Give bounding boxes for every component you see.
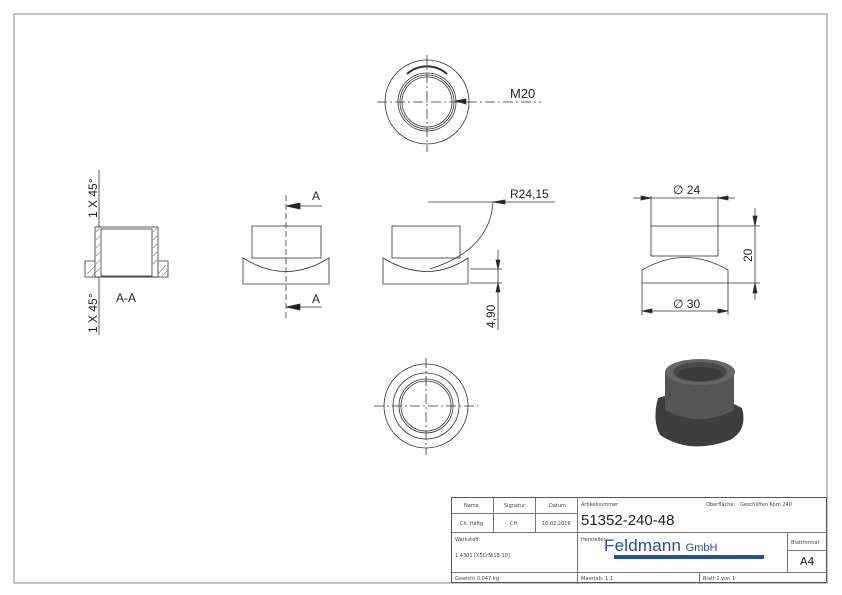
radius-label: R24,15 [510,187,549,201]
material-cell: Werkstoff: 1.4301 [X5CrNi18-10] [452,533,578,573]
scale-value: Masstab: 1:1 [581,576,614,582]
top-view [377,55,541,152]
sheet-format-label: Blattformat [791,540,820,546]
chamfer-label-top: 1 X 45° [86,178,100,218]
article-number: 51352-240-48 [581,512,675,529]
title-block: Name Signatur Datum Ch. Häfig CH 16.02.2… [451,497,827,584]
material-value: 1.4301 [X5CrNi18-10] [455,553,510,559]
material-label: Werkstoff: [455,537,481,543]
header-name-text: Name [464,503,479,509]
surface-label: Oberfläche: [706,502,736,508]
weight-cell: Gewicht 0.047 kg [452,573,578,584]
header-signature-text: Signatur [504,503,526,509]
height-label: 20 [741,248,755,262]
bottom-diameter-label: ∅ 30 [673,297,700,311]
weight-value: Gewicht 0.047 kg [455,576,499,582]
section-marker-top: A [312,189,320,203]
sheet-number-cell: Blatt 1 von 1 [700,573,827,584]
logo-text: Feldmann [604,536,682,555]
sheet-number: Blatt 1 von 1 [703,576,736,582]
bottom-view [374,358,478,455]
iso-view [655,359,744,447]
sheet-format-cell: A4 [788,551,827,573]
header-date: Datum [536,498,578,514]
depth-label: 4,90 [484,304,498,328]
article-label: Artikelnummer [581,502,619,508]
manufacturer-cell: Hersteller [578,533,788,573]
logo-bar [614,555,764,559]
manufacturer-label: Hersteller [581,537,606,543]
top-diameter-label: ∅ 24 [673,183,700,197]
value-date: 16.02.2016 [536,514,578,533]
value-name: Ch. Häfig [452,514,494,533]
right-view [633,195,760,315]
side-view [382,199,555,330]
manufacturer-logo: Feldmann GmbH [604,536,764,559]
front-view [242,195,330,318]
section-view [84,170,169,335]
section-label: A-A [116,291,136,305]
article-cell: Artikelnummer 51352-240-48 Oberfläche: G… [578,498,827,533]
surface-value: Geschliffen Korn 240 [740,502,792,508]
scale-cell: Masstab: 1:1 [578,573,700,584]
header-signature: Signatur [494,498,536,514]
value-signature: CH [494,514,536,533]
sheet-format-value: A4 [800,555,815,568]
header-date-text: Datum [549,503,566,509]
header-name: Name [452,498,494,514]
thread-label: M20 [510,86,535,101]
sheet-border [13,13,828,584]
section-marker-bottom: A [312,292,320,306]
sheet-format-label-cell: Blattformat [788,533,827,551]
value-date-text: 16.02.2016 [542,521,571,527]
chamfer-label-bottom: 1 X 45° [86,293,100,333]
value-signature-text: CH [510,521,518,527]
value-name-text: Ch. Häfig [460,521,483,527]
logo-suffix: GmbH [685,542,718,554]
